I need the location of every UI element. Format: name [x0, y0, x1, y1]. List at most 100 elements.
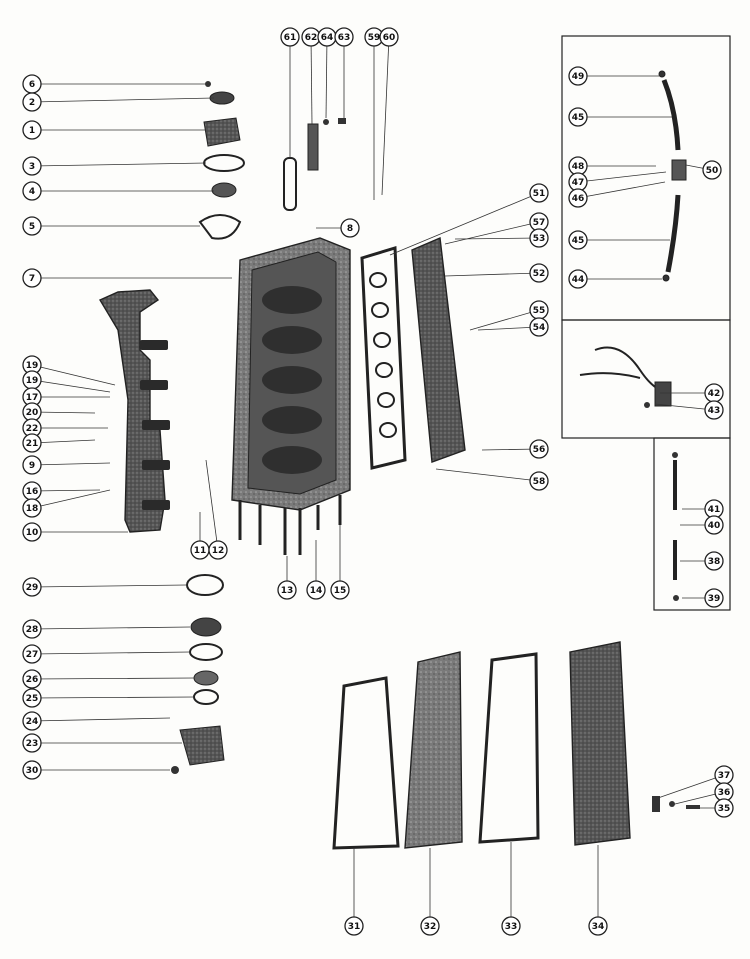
exhaust-cover — [569, 641, 631, 846]
callout-c45a: 45 — [568, 107, 588, 127]
callout-ring — [22, 619, 42, 639]
hose-assembly — [658, 70, 687, 282]
callout-label: 59 — [368, 33, 381, 43]
callout-c39: 39 — [704, 588, 724, 608]
callout-label: 58 — [533, 477, 546, 487]
leader-line-c57 — [444, 221, 540, 245]
callout-label: 44 — [572, 275, 585, 285]
callout-ring — [529, 183, 549, 203]
leader-line-c9 — [31, 462, 111, 466]
callout-label: 13 — [281, 586, 294, 596]
callout-c33: 33 — [501, 916, 521, 936]
callout-ring — [420, 916, 440, 936]
callout-label: 32 — [424, 922, 437, 932]
callout-label: 57 — [533, 218, 546, 228]
callout-label: 47 — [572, 178, 585, 188]
callout-label: 60 — [383, 33, 396, 43]
pressure-relief-parts — [652, 796, 700, 812]
callout-label: 19 — [26, 361, 39, 371]
callout-label: 20 — [26, 408, 39, 418]
callout-c40: 40 — [704, 515, 724, 535]
callout-c9: 9 — [22, 455, 42, 475]
callout-ring — [529, 471, 549, 491]
callout-c1: 1 — [22, 120, 42, 140]
callout-label: 25 — [26, 694, 39, 704]
callout-label: 40 — [708, 521, 721, 531]
callout-ring — [568, 269, 588, 289]
callout-c56: 56 — [529, 439, 549, 459]
callout-label: 38 — [708, 557, 721, 567]
inset-box-water-hose — [653, 437, 731, 611]
callout-c31: 31 — [344, 916, 364, 936]
callout-c21: 21 — [22, 433, 42, 453]
leader-line-c47 — [577, 171, 667, 183]
leader-line-c43 — [654, 403, 715, 411]
callout-c61: 61 — [280, 27, 300, 47]
callout-ring — [22, 156, 42, 176]
callout-ring — [22, 522, 42, 542]
callout-label: 14 — [310, 586, 323, 596]
callout-c5: 5 — [22, 216, 42, 236]
callout-c14: 14 — [306, 580, 326, 600]
callout-label: 5 — [29, 222, 35, 232]
callout-c29: 29 — [22, 577, 42, 597]
callout-ring — [529, 228, 549, 248]
gasket-bores — [369, 272, 397, 438]
callout-label: 7 — [29, 274, 35, 284]
callout-label: 11 — [194, 546, 207, 556]
callout-label: 61 — [284, 33, 297, 43]
callout-c45b: 45 — [568, 230, 588, 250]
callout-c10: 10 — [22, 522, 42, 542]
leader-line-c54 — [477, 326, 540, 331]
leader-line-c51 — [389, 192, 540, 256]
leader-line-c29 — [31, 584, 187, 588]
callout-ring — [529, 263, 549, 283]
callout-ring — [22, 181, 42, 201]
leader-line-c52 — [444, 272, 540, 277]
callout-c41: 41 — [704, 499, 724, 519]
callout-c3: 3 — [22, 156, 42, 176]
callout-ring — [22, 120, 42, 140]
callout-c17: 17 — [22, 387, 42, 407]
callout-label: 54 — [533, 323, 546, 333]
callout-label: 62 — [305, 33, 318, 43]
callout-label: 3 — [29, 162, 35, 172]
callout-c25: 25 — [22, 688, 42, 708]
callout-label: 56 — [533, 445, 546, 455]
callout-label: 53 — [533, 234, 546, 244]
callout-c27: 27 — [22, 644, 42, 664]
callout-label: 9 — [29, 461, 35, 471]
callout-ring — [568, 66, 588, 86]
leader-line-c2 — [31, 97, 215, 103]
callout-ring — [340, 218, 360, 238]
callout-ring — [330, 580, 350, 600]
callout-c62: 62 — [301, 27, 321, 47]
callout-c38: 38 — [704, 551, 724, 571]
callout-label: 33 — [505, 922, 518, 932]
callout-c20: 20 — [22, 402, 42, 422]
callout-label: 48 — [572, 162, 585, 172]
callout-c44: 44 — [568, 269, 588, 289]
callout-c18: 18 — [22, 498, 42, 518]
callout-ring — [22, 92, 42, 112]
callout-ring — [501, 916, 521, 936]
callout-c42: 42 — [704, 383, 724, 403]
callout-c28: 28 — [22, 619, 42, 639]
callout-ring — [568, 107, 588, 127]
leader-line-c64 — [325, 36, 328, 119]
callout-ring — [568, 230, 588, 250]
leader-line-c3 — [31, 162, 207, 167]
leader-line-c19a — [31, 364, 116, 386]
callout-label: 30 — [26, 766, 39, 776]
callout-ring — [22, 733, 42, 753]
callout-c4: 4 — [22, 181, 42, 201]
leader-lines — [31, 36, 725, 926]
inset-box-sensor-harness — [561, 319, 731, 439]
callout-label: 29 — [26, 583, 39, 593]
callout-label: 36 — [718, 788, 731, 798]
callout-ring — [588, 916, 608, 936]
callout-label: 15 — [334, 586, 347, 596]
leader-line-c26 — [31, 677, 195, 680]
callout-ring — [22, 760, 42, 780]
callout-label: 37 — [718, 771, 731, 781]
